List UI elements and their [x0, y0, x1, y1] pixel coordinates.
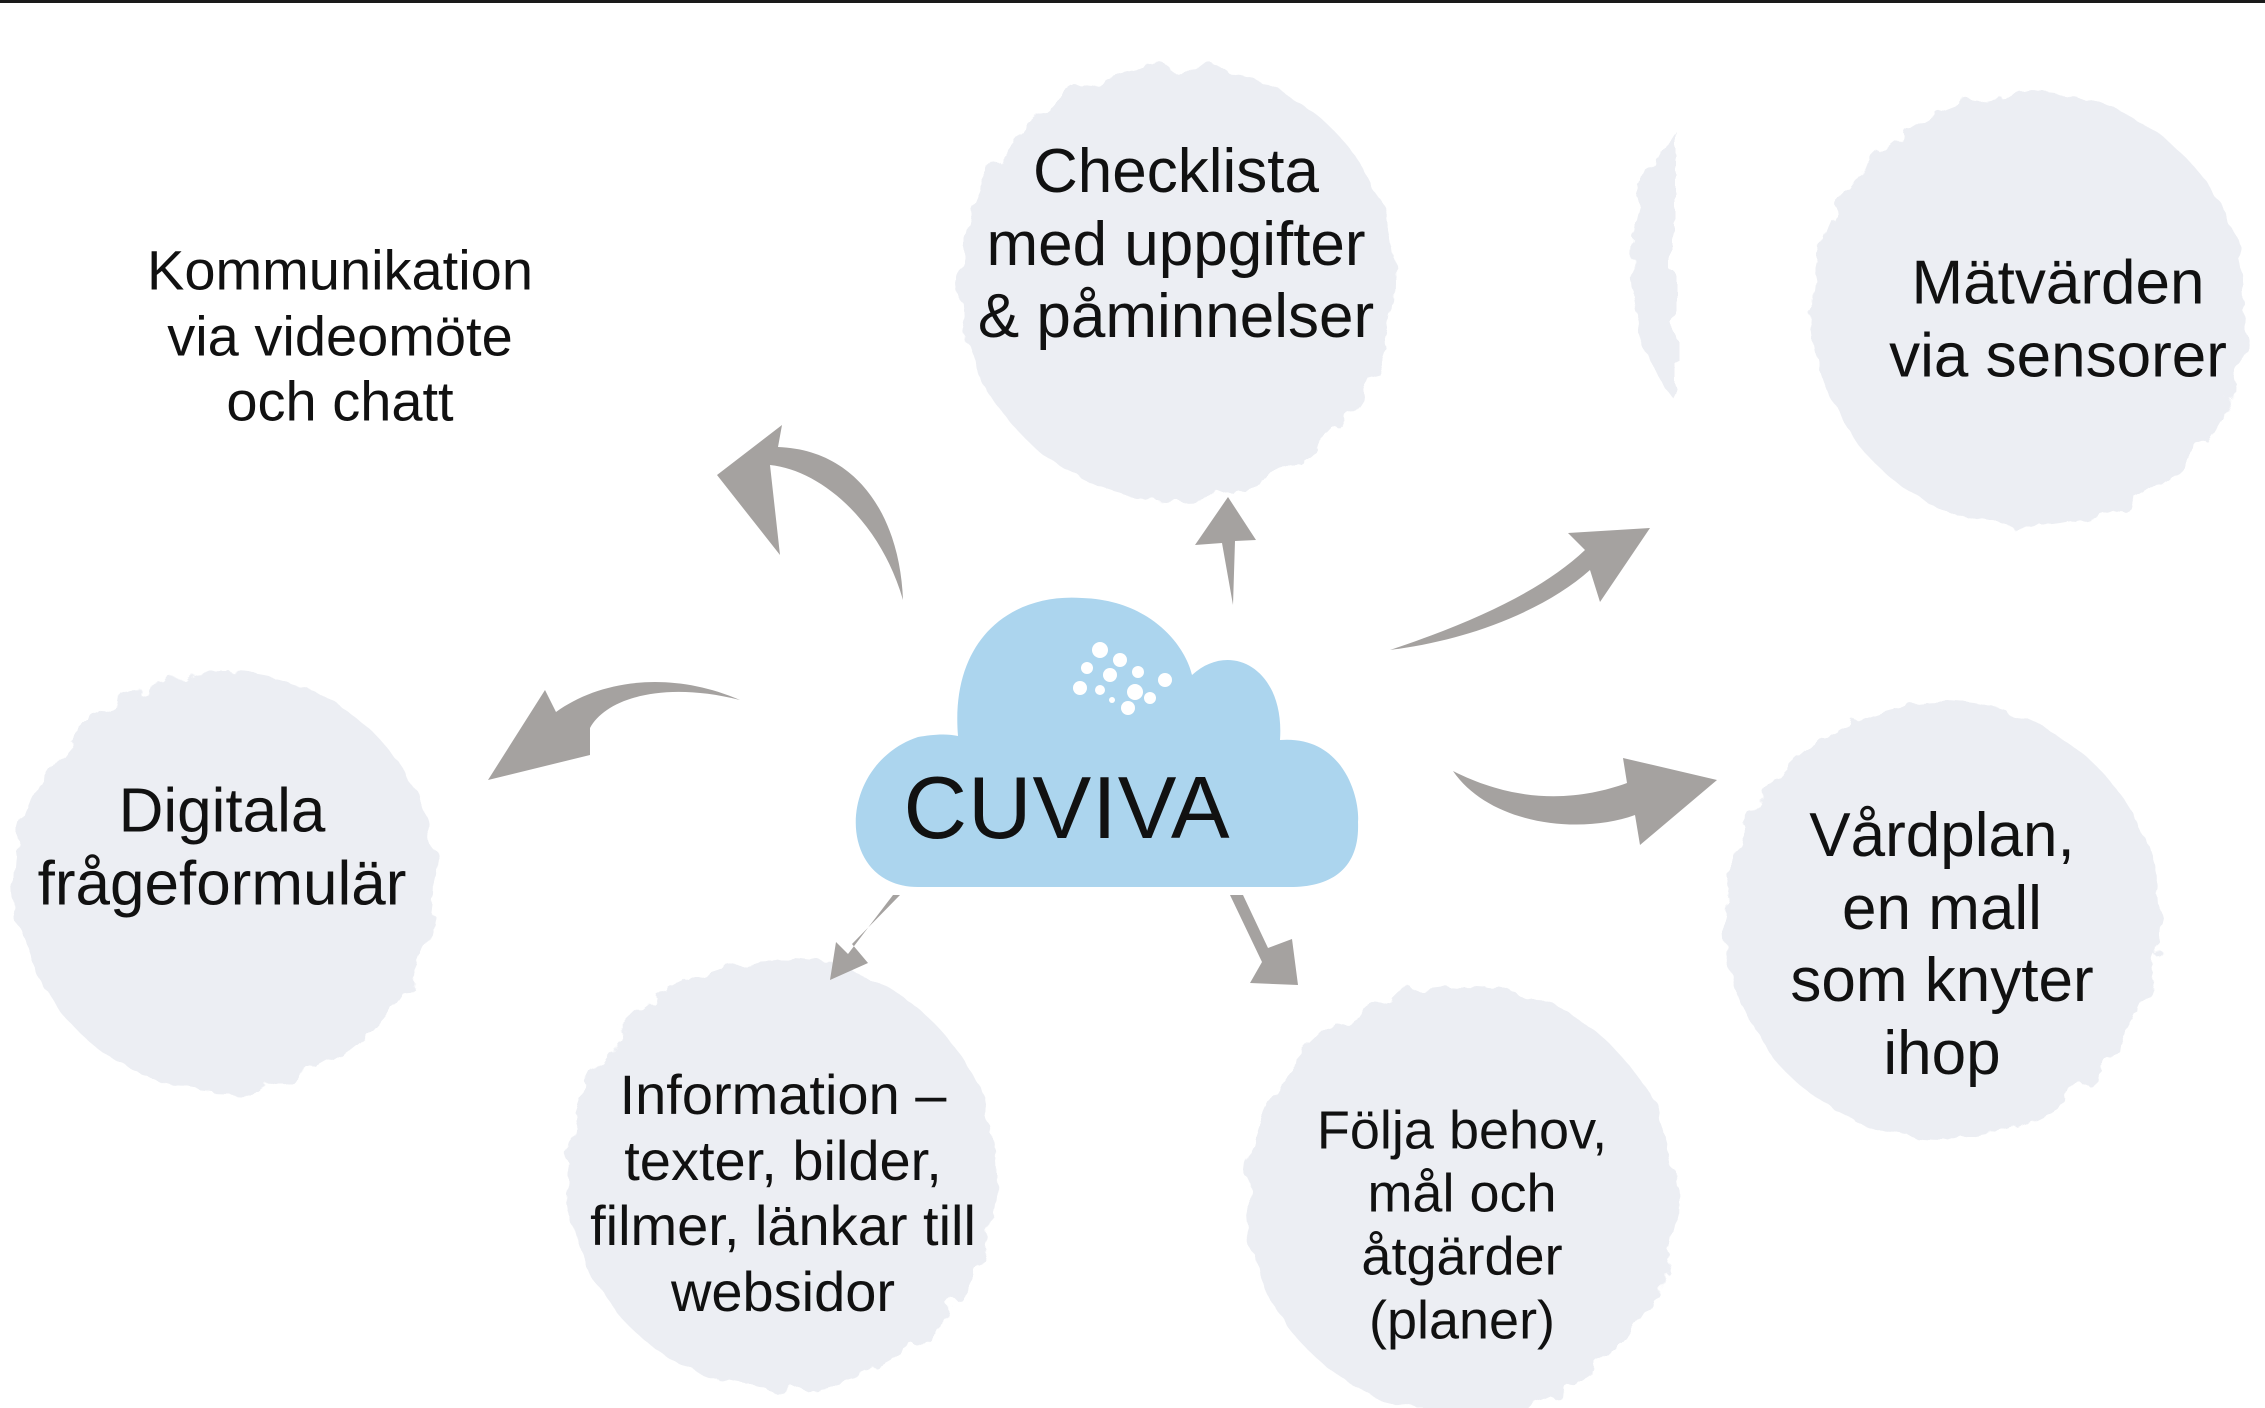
center-label: CUVIVA — [903, 758, 1231, 857]
node-text-line: (planer) — [1368, 1290, 1556, 1351]
node-text-line: med uppgifter — [986, 209, 1366, 279]
bubble-vardplan — [1724, 702, 2160, 1138]
node-text-line: Digitala — [118, 776, 326, 846]
bubble-folja — [1247, 985, 1677, 1408]
bubble-checklista — [960, 65, 1396, 501]
node-information: Information – texter, bilder, filmer, lä… — [590, 1062, 976, 1324]
node-text-line: åtgärder — [1361, 1227, 1563, 1287]
node-text-line: filmer, länkar till — [590, 1194, 976, 1257]
node-checklista: Checklista med uppgifter & påminnelser — [978, 136, 1374, 354]
node-text-line: Checklista — [1033, 137, 1319, 207]
node-text-line: texter, bilder, — [624, 1128, 942, 1192]
arrow-to-kommunikation — [717, 425, 903, 600]
node-digitala: Digitala frågeformulär — [38, 775, 407, 920]
arrow-to-matvarden — [1390, 528, 1650, 650]
arrow-to-checklista — [1195, 497, 1256, 605]
node-text-line: Information – — [619, 1062, 947, 1126]
node-matvarden: Mätvärden via sensorer — [1889, 247, 2227, 392]
cloud-dots-icon — [1073, 642, 1172, 715]
arrow-to-digitala — [488, 682, 740, 780]
bubble-information — [567, 960, 997, 1390]
node-text-line: & påminnelser — [977, 282, 1375, 352]
node-kommunikation: Kommunikation via videomöte och chatt — [147, 238, 533, 435]
top-border-line — [0, 0, 2265, 3]
node-text-line: via videomöte — [167, 304, 513, 368]
node-text-line: Vårdplan, — [1809, 800, 2075, 870]
bubble-partial-left — [1630, 130, 1675, 400]
node-text-line: och chatt — [226, 369, 454, 433]
node-text-line: en mall — [1842, 873, 2042, 943]
bubble-digitala — [16, 672, 436, 1092]
node-text-line: som knyter — [1790, 946, 2094, 1015]
node-text-line: ihop — [1883, 1018, 2001, 1088]
bubble-matvarden — [1812, 92, 2248, 528]
node-text-line: frågeformulär — [37, 849, 407, 918]
node-text-line: Följa behov, — [1316, 1100, 1608, 1161]
arrow-to-folja — [1230, 895, 1298, 985]
arrow-to-information — [830, 895, 900, 980]
node-text-line: mål och — [1367, 1163, 1557, 1224]
node-text-line: Kommunikation — [147, 238, 533, 302]
node-vardplan: Vårdplan, en mall som knyter ihop — [1790, 800, 2093, 1090]
node-text-line: Mätvärden — [1911, 248, 2205, 318]
node-text-line: websidor — [670, 1259, 896, 1323]
node-folja: Följa behov, mål och åtgärder (planer) — [1317, 1100, 1607, 1353]
node-text-line: via sensorer — [1889, 321, 2227, 390]
arrow-to-vardplan — [1453, 758, 1717, 845]
cuviva-cloud — [855, 597, 1359, 887]
